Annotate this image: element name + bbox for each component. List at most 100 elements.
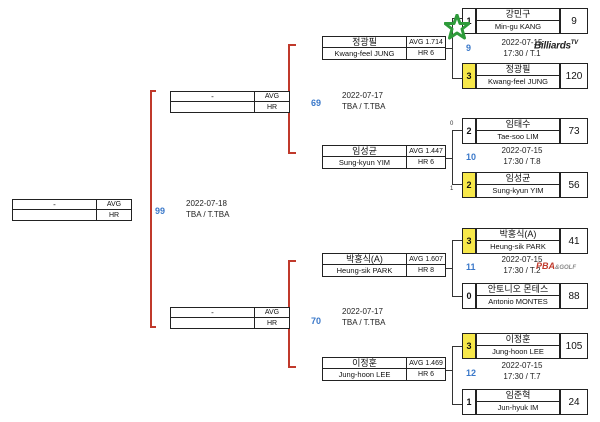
q1-connector-h [446,48,453,49]
q3-connector-h [446,268,453,269]
m10-match-number: 10 [466,152,477,162]
m12-bottom-name-en: Jun-hyuk IM [497,403,539,413]
semi1-hr-label: HR [266,103,278,111]
quarter2-name-ko: 임성균 [323,146,407,157]
semi1-venue: TBA / T.TBA [342,102,386,111]
m11-top-stub [452,240,462,241]
m12-bottom-player: 임준혁 Jun-hyuk IM [476,389,560,415]
quarter-player-2: 임성균 AVG 1.447 Sung-kyun YIM HR 6 [322,145,446,169]
m11-time: 17:30 / T.2 [503,266,541,275]
semi2-avg-label: AVG [255,308,289,318]
semi1-date: 2022-07-17 [342,91,383,100]
m10-bottom-score: 56 [560,172,588,198]
m10-side-mark-top: 0 [450,121,454,127]
m12-bottom-seed: 1 [462,389,476,415]
m9-bottom-seed: 3 [462,63,476,89]
semi2-name: - [171,308,255,318]
m9-time: 17:30 / T.1 [503,49,541,58]
m10-bottom-player: 임성균 Sung-kyun YIM [476,172,560,198]
m10-time: 17:30 / T.8 [503,157,541,166]
m10-top-name-en: Tae-soo LIM [497,132,539,142]
m11-bottom-player: 안토니오 몬테스 Antonio MONTES [476,283,560,309]
quarter4-hr: HR 6 [418,371,434,378]
m9-info: 2022-07-15 17:30 / T.1 [482,37,562,59]
m11-top-score: 41 [560,228,588,254]
m11-bot-stub [452,296,462,297]
m10-top-score: 73 [560,118,588,144]
m11-match-number: 11 [466,262,476,272]
q4-connector-h [446,370,453,371]
quarter2-hr: HR 6 [418,159,434,166]
quarter3-avg: AVG 1.607 [407,254,445,265]
semi2-player-box: - AVG HR [170,307,290,329]
m11-bottom-name-en: Antonio MONTES [488,297,548,307]
m10-top-seed: 2 [462,118,476,144]
m9-top-name-en: Min-gu KANG [494,22,542,32]
quarter-player-1: 정광필 AVG 1.714 Kwang-feel JUNG HR 6 [322,36,446,60]
m9-top-name-ko: 강민구 [477,9,559,21]
final-match-number: 99 [155,206,166,216]
semi1-name-en [171,102,255,112]
m10-info: 2022-07-15 17:30 / T.8 [482,145,562,167]
m12-top-name-en: Jung-hoon LEE [492,347,544,357]
quarter3-name-ko: 박홍식(A) [323,254,407,265]
pba-logo-suffix: &GOLF [555,265,577,271]
m12-top-name-ko: 이정훈 [477,334,559,346]
m12-bot-stub [452,404,462,405]
quarter1-name-en: Kwang-feel JUNG [323,48,407,59]
pba-golf-logo: PBA&GOLF [536,261,576,271]
m10-bottom-name-en: Sung-kyun YIM [492,186,544,196]
quarter1-avg: AVG 1.714 [407,37,445,48]
final-avg-label: AVG [97,200,131,210]
final-player-box: - AVG HR [12,199,132,221]
m11-info: 2022-07-15 17:30 / T.2 [482,254,562,276]
semi2-info: 2022-07-17 TBA / T.TBA [342,306,402,328]
m12-top-player: 이정훈 Jung-hoon LEE [476,333,560,359]
quarter3-hr: HR 8 [418,267,434,274]
m9-top-player: 강민구 Min-gu KANG [476,8,560,34]
m11-bottom-seed: 0 [462,283,476,309]
semi1-name: - [171,92,255,102]
m12-time: 17:30 / T.7 [503,372,541,381]
m10-side-mark-bottom: 1 [450,186,454,192]
quarter1-name-ko: 정광필 [323,37,407,48]
m12-info: 2022-07-15 17:30 / T.7 [482,360,562,382]
semi2-match-number: 70 [311,316,322,326]
m9-match-number: 9 [466,43,472,53]
m11-top-name-ko: 박홍식(A) [477,229,559,241]
final-date: 2022-07-18 [186,199,227,208]
q2-connector-h [446,158,453,159]
semi2-name-en [171,318,255,328]
m11-top-name-en: Heung-sik PARK [490,242,546,252]
semi1-avg-label: AVG [255,92,289,102]
pba-logo-text: PBA [536,261,556,271]
m11-bottom-score: 88 [560,283,588,309]
quarter4-name-ko: 이정훈 [323,358,407,369]
quarter-player-3: 박홍식(A) AVG 1.607 Heung-sik PARK HR 8 [322,253,446,277]
quarter3-name-en: Heung-sik PARK [323,265,407,276]
semi1-info: 2022-07-17 TBA / T.TBA [342,90,402,112]
quarter4-avg: AVG 1.469 [407,358,445,369]
final-info: 2022-07-18 TBA / T.TBA [186,198,246,220]
q4-connector [452,346,453,404]
m12-bottom-name-ko: 임준혁 [477,390,559,402]
m10-top-player: 임태수 Tae-soo LIM [476,118,560,144]
m11-date: 2022-07-15 [501,255,543,264]
m9-bottom-player: 정광필 Kwang-feel JUNG [476,63,560,89]
billiards-tv-logo: BilliardsTV [534,40,578,51]
m9-top-score: 9 [560,8,588,34]
m11-top-player: 박홍식(A) Heung-sik PARK [476,228,560,254]
m10-bottom-seed: 2 [462,172,476,198]
billiards-logo-text: Billiards [534,40,571,52]
star-icon [444,14,470,40]
semi1-match-number: 69 [311,98,322,108]
quarter2-avg: AVG 1.447 [407,146,445,157]
m12-date: 2022-07-15 [501,361,543,370]
m11-top-seed: 3 [462,228,476,254]
m10-date: 2022-07-15 [501,146,543,155]
semi2-date: 2022-07-17 [342,307,383,316]
m9-bottom-name-en: Kwang-feel JUNG [487,77,549,87]
m11-bottom-name-ko: 안토니오 몬테스 [477,284,559,296]
m12-top-seed: 3 [462,333,476,359]
semi1-player-box: - AVG HR [170,91,290,113]
